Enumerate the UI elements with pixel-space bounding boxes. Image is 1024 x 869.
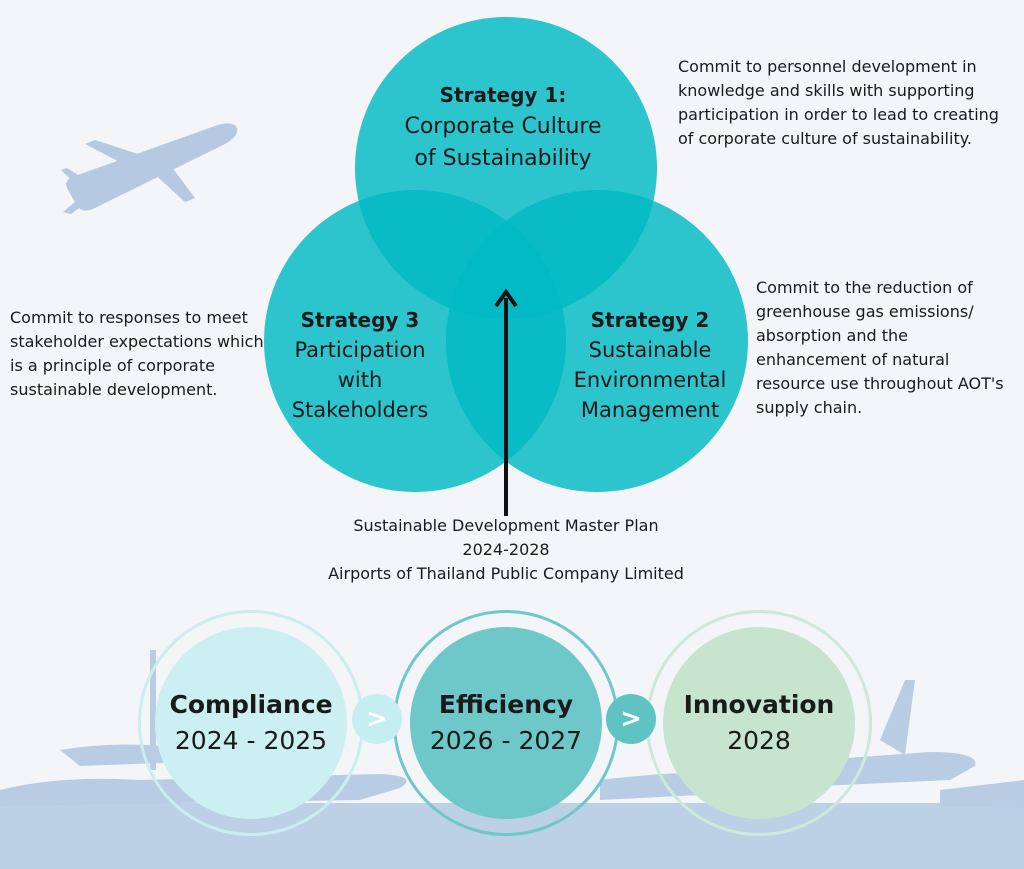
master-plan-years: 2024-2028 <box>462 540 550 559</box>
strategy-1-description: Commit to personnel development in knowl… <box>678 57 999 148</box>
strategy-2-name-line-1: Sustainable <box>588 338 712 362</box>
strategy-3-circle <box>264 190 566 492</box>
strategy-2-label: Strategy 2 Sustainable Environmental Man… <box>567 305 733 425</box>
strategy-2-name-line-3: Management <box>580 398 720 422</box>
chevron-right-icon: > <box>606 694 656 744</box>
strategy-3-name-line-1: Participation <box>294 338 426 362</box>
phase-efficiency: Efficiency 2026 - 2027 <box>410 627 602 819</box>
phase-compliance-years: 2024 - 2025 <box>174 726 328 755</box>
strategy-3-name-line-2: with <box>337 368 383 392</box>
master-plan-title: Sustainable Development Master Plan <box>353 516 659 535</box>
strategy-2-description: Commit to the reduction of greenhouse ga… <box>756 278 1004 417</box>
strategy-3-name-line-3: Stakeholders <box>291 398 429 422</box>
strategy-2-title: Strategy 2 <box>590 308 710 332</box>
phase-innovation-years: 2028 <box>727 726 791 755</box>
strategy-3-title: Strategy 3 <box>300 308 420 332</box>
phase-efficiency-name: Efficiency <box>438 690 574 719</box>
phase-compliance-name: Compliance <box>169 690 333 719</box>
strategy-3-description: Commit to responses to meet stakeholder … <box>10 308 264 399</box>
chevron-right-icon: > <box>352 694 402 744</box>
strategy-1-label: Strategy 1: Corporate Culture of Sustain… <box>380 79 626 175</box>
airplane-icon <box>61 123 238 214</box>
strategy-1-title: Strategy 1: <box>439 83 567 107</box>
phase-compliance: Compliance 2024 - 2025 <box>155 627 347 819</box>
up-arrow-icon <box>494 288 518 516</box>
strategy-1-name-line-2: of Sustainability <box>414 146 592 171</box>
master-plan-company: Airports of Thailand Public Company Limi… <box>328 564 684 583</box>
phase-innovation-name: Innovation <box>683 690 835 719</box>
strategy-1-name-line-1: Corporate Culture <box>404 114 602 139</box>
phase-innovation: Innovation 2028 <box>663 627 855 819</box>
strategy-2-name-line-2: Environmental <box>573 368 727 392</box>
master-plan-caption: Sustainable Development Master Plan 2024… <box>296 514 716 586</box>
phase-efficiency-years: 2026 - 2027 <box>429 726 583 755</box>
strategy-3-label: Strategy 3 Participation with Stakeholde… <box>278 305 442 425</box>
